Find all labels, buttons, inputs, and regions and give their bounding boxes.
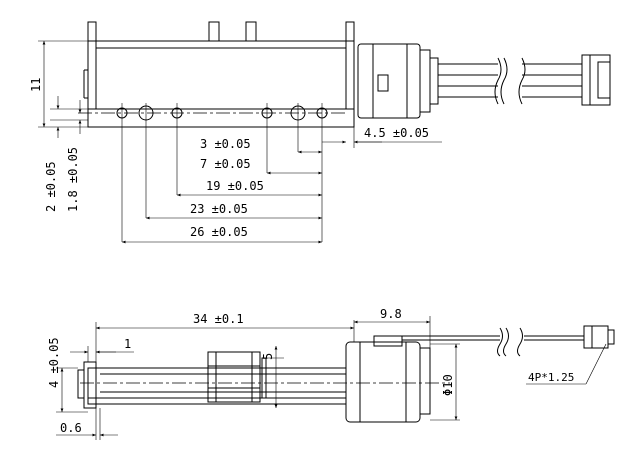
label-26: 26 ±0.05: [190, 225, 248, 239]
dim-stack: 3 ±0.05 7 ±0.05 19 ±0.05 23 ±0.05 26 ±0.…: [122, 137, 322, 244]
label-34: 34 ±0.1: [193, 312, 244, 326]
motor-can-top: [357, 43, 439, 119]
label-7: 7 ±0.05: [200, 157, 251, 171]
dim-34: 34 ±0.1: [95, 312, 355, 362]
label-11: 11: [29, 78, 43, 92]
motor-can-side: [345, 335, 431, 423]
dim-4: 4 ±0.05: [47, 337, 88, 413]
dim-height-11: 11: [29, 40, 88, 128]
label-phi10: Φ10: [441, 374, 455, 396]
label-4p: 4P*1.25: [528, 371, 574, 384]
label-23: 23 ±0.05: [190, 202, 248, 216]
frame-body: [78, 21, 355, 128]
wire-side: [402, 327, 584, 357]
top-view: 11 2 ±0.05 1.8 ±0.05 3 ±0.05 7 ±0.05 19 …: [29, 21, 611, 244]
connector-callout: 4P*1.25: [526, 343, 607, 385]
connector-top: [581, 54, 611, 106]
label-1: 1: [124, 337, 131, 351]
dim-phi10: Φ10: [430, 343, 460, 421]
label-4: 4 ±0.05: [47, 337, 61, 388]
mounting-holes: [116, 103, 328, 242]
label-0.6: 0.6: [60, 421, 82, 435]
side-view: 34 ±0.1 9.8 1 5 4 ±0.05: [47, 307, 615, 440]
label-3: 3 ±0.05: [200, 137, 251, 151]
label-4.5: 4.5 ±0.05: [364, 126, 429, 140]
dim-5: 5: [261, 346, 284, 408]
lead-screw-frame: [77, 361, 450, 409]
label-19: 19 ±0.05: [206, 179, 264, 193]
dim-9.8: 9.8: [354, 307, 431, 348]
label-1.8: 1.8 ±0.05: [66, 147, 80, 212]
dim-2-1.8: 2 ±0.05 1.8 ±0.05: [44, 96, 88, 212]
label-2: 2 ±0.05: [44, 161, 58, 212]
dim-1: 1: [70, 337, 134, 362]
label-9.8: 9.8: [380, 307, 402, 321]
dim-4.5: 4.5 ±0.05: [322, 118, 442, 148]
label-5: 5: [261, 353, 275, 360]
connector-side: [583, 325, 615, 349]
nut-slider: [207, 351, 267, 403]
wire-bundle-top: [438, 57, 582, 105]
dim-0.6: 0.6: [56, 408, 118, 440]
